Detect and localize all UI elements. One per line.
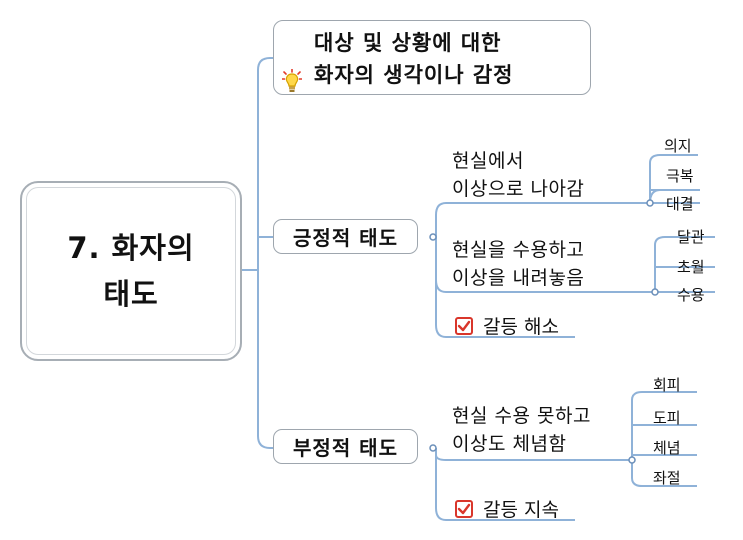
central-topic[interactable]: 7. 화자의 태도 (20, 181, 242, 361)
negative-leaf-lines (631, 391, 697, 487)
leaf-avoidance[interactable]: 회피 (653, 376, 681, 394)
central-topic-line2: 태도 (103, 277, 159, 311)
leaf-detachment[interactable]: 달관 (677, 228, 705, 246)
positive-attitude-label: 긍정적 태도 (293, 226, 398, 250)
trunk-vertical (257, 57, 273, 449)
top-note-node[interactable]: 대상 및 상황에 대한 화자의 생각이나 감정 (273, 20, 591, 95)
lightbulb-icon (282, 69, 302, 92)
negative-check-label: 갈등 지속 (483, 499, 559, 521)
neg-sub-expand-dot (628, 456, 636, 464)
positive-expand-dot (429, 233, 437, 241)
negative-sub1-node[interactable]: 현실 수용 못하고 이상도 체념함 (452, 402, 591, 458)
negative-attitude-node[interactable]: 부정적 태도 (273, 429, 418, 464)
leaf-transcendence[interactable]: 초월 (677, 258, 705, 276)
positive-check-label: 갈등 해소 (483, 316, 559, 338)
negative-attitude-label: 부정적 태도 (293, 436, 398, 460)
negative-sub1-line1: 현실 수용 못하고 (452, 405, 591, 427)
positive-attitude-node[interactable]: 긍정적 태도 (273, 219, 418, 254)
leaf-overcome[interactable]: 극복 (666, 167, 694, 185)
positive-sub1-node[interactable]: 현실에서 이상으로 나아감 (452, 147, 584, 203)
top-note-line2: 화자의 생각이나 감정 (314, 63, 514, 87)
leaf-frustration[interactable]: 좌절 (653, 469, 681, 487)
positive-leaf-lines-1 (649, 154, 700, 204)
positive-sub2-line2: 이상을 내려놓음 (452, 267, 585, 289)
sub1-expand-dot (646, 199, 654, 207)
leaf-confront[interactable]: 대결 (666, 195, 694, 213)
positive-sub2-line1: 현실을 수용하고 (452, 239, 585, 261)
central-topic-line1: 7. 화자의 (67, 231, 195, 265)
negative-check-node[interactable]: 갈등 지속 (455, 495, 559, 522)
checkbox-icon (455, 499, 473, 518)
positive-sub2-node[interactable]: 현실을 수용하고 이상을 내려놓음 (452, 236, 584, 292)
leaf-resignation[interactable]: 체념 (653, 439, 681, 457)
positive-sub1-line1: 현실에서 (452, 150, 524, 172)
leaf-acceptance[interactable]: 수용 (677, 286, 705, 304)
checkbox-icon (455, 316, 473, 335)
leaf-escape[interactable]: 도피 (653, 409, 681, 427)
positive-check-node[interactable]: 갈등 해소 (455, 312, 559, 339)
top-note-line1: 대상 및 상황에 대한 (314, 31, 502, 55)
leaf-will[interactable]: 의지 (664, 137, 692, 155)
negative-expand-dot (429, 444, 437, 452)
positive-sub1-line2: 이상으로 나아감 (452, 178, 585, 200)
positive-leaf-lines-2 (654, 236, 715, 293)
negative-sub1-line2: 이상도 체념함 (452, 433, 567, 455)
sub2-expand-dot (651, 288, 659, 296)
